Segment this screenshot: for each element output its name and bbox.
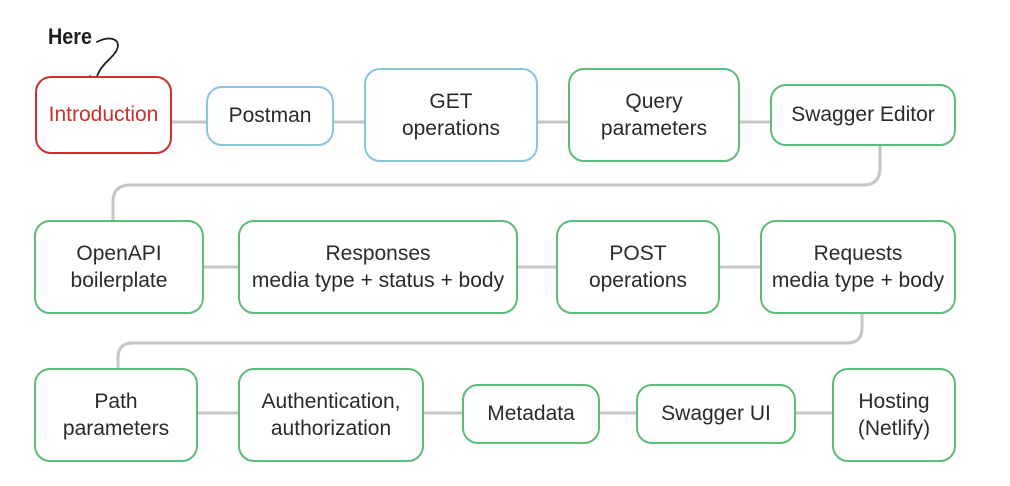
step-query-parameters[interactable]: Query parameters: [568, 68, 740, 162]
step-openapi-boilerplate[interactable]: OpenAPI boilerplate: [34, 220, 204, 314]
here-arrow-icon: [95, 37, 119, 81]
step-swagger-editor[interactable]: Swagger Editor: [770, 84, 956, 146]
step-get-operations[interactable]: GET operations: [364, 68, 538, 162]
step-responses[interactable]: Responses media type + status + body: [238, 220, 518, 314]
step-post-operations[interactable]: POST operations: [556, 220, 720, 314]
step-requests[interactable]: Requests media type + body: [760, 220, 956, 314]
step-metadata[interactable]: Metadata: [462, 384, 600, 444]
connector-wrap-2-3: [116, 312, 864, 372]
here-marker-label: Here: [48, 24, 93, 49]
step-authentication[interactable]: Authentication, authorization: [238, 368, 424, 462]
step-path-parameters[interactable]: Path parameters: [34, 368, 198, 462]
step-introduction[interactable]: Introduction: [35, 76, 172, 154]
connector-wrap-1-2: [111, 144, 882, 222]
step-swagger-ui[interactable]: Swagger UI: [636, 384, 796, 444]
step-postman[interactable]: Postman: [206, 86, 334, 146]
step-hosting[interactable]: Hosting (Netlify): [832, 368, 956, 462]
